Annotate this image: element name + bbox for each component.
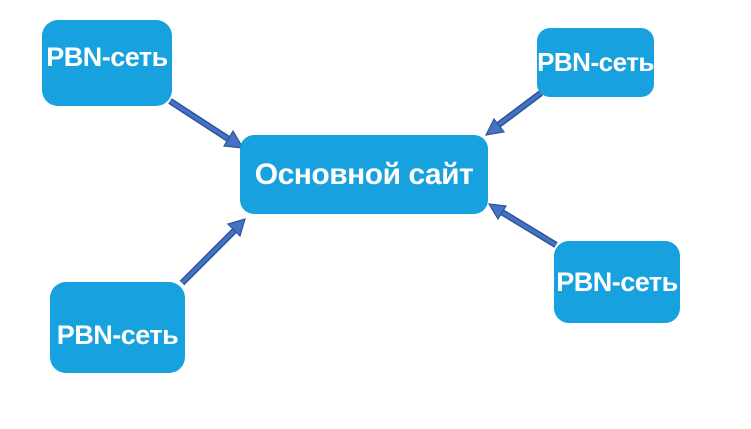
arrow-top-right-to-center: [484, 90, 543, 136]
arrow-bottom-right-to-center: [487, 203, 558, 248]
node-main-site: Основной сайт: [240, 135, 488, 214]
node-pbn-bottom-right: PBN-сеть: [554, 241, 680, 323]
node-pbn-top-left: PBN-сеть: [42, 20, 172, 106]
node-pbn-bottom-left: PBN-сеть: [50, 282, 185, 373]
node-label: Основной сайт: [254, 157, 474, 191]
node-label: PBN-сеть: [46, 41, 168, 72]
node-label: PBN-сеть: [556, 266, 678, 297]
arrow-top-left-to-center: [168, 98, 245, 149]
node-label: PBN-сеть: [537, 47, 654, 77]
node-label: PBN-сеть: [56, 320, 179, 350]
node-pbn-top-right: PBN-сеть: [537, 28, 654, 97]
arrow-bottom-left-to-center: [179, 218, 246, 286]
